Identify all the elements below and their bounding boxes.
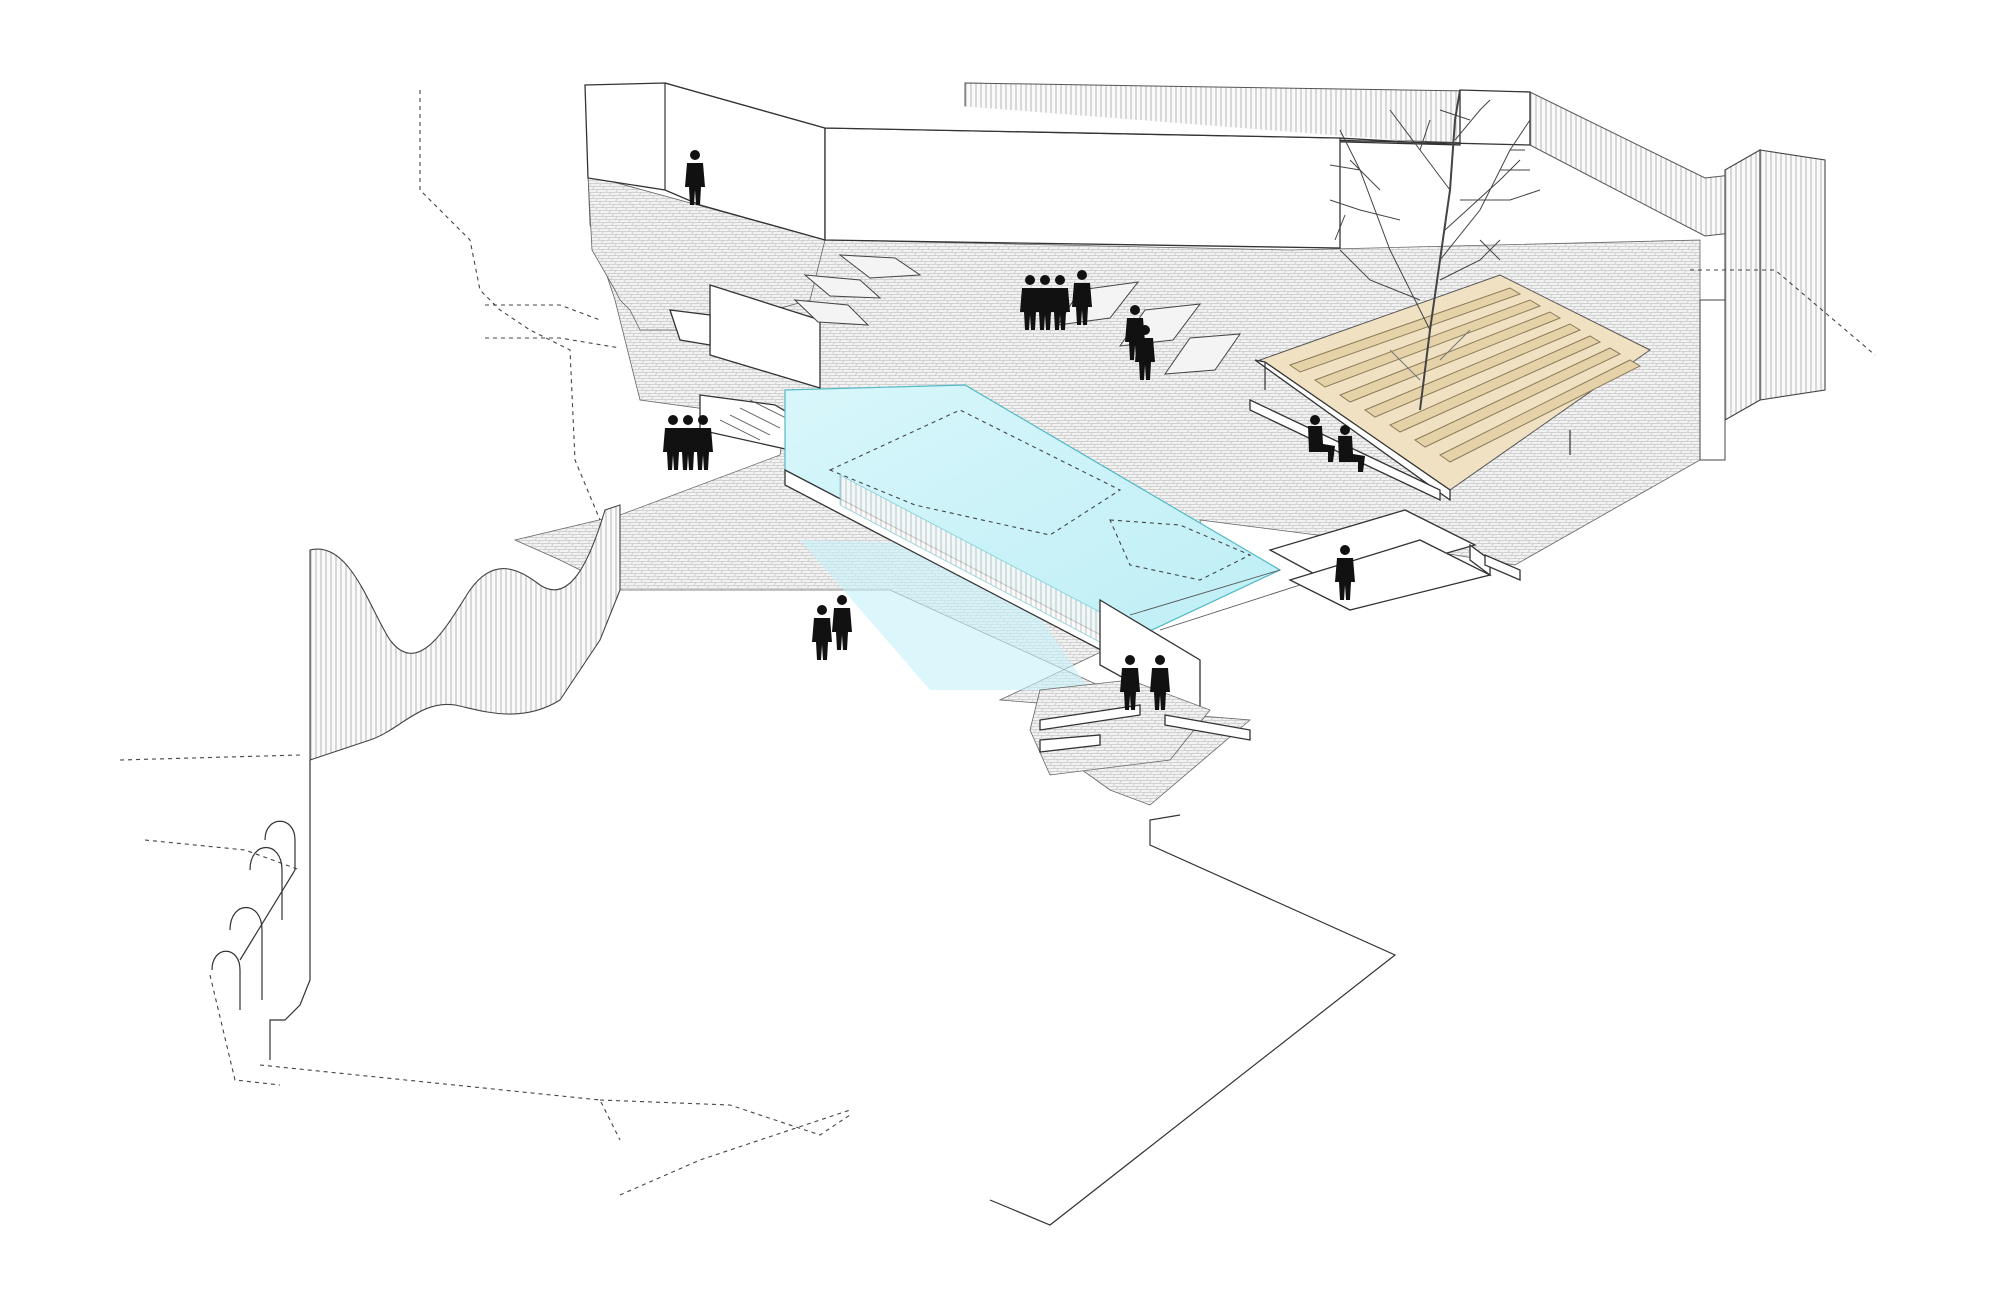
person-figure-11	[1335, 545, 1355, 600]
person-figure-9	[678, 415, 698, 470]
lower-site-outline	[211, 760, 1397, 1226]
person-figure-5	[1072, 270, 1092, 325]
person-figure-8	[663, 415, 683, 470]
left-stair-structure	[669, 284, 821, 451]
retaining-wall-upper	[584, 82, 1531, 249]
person-figure-15	[832, 595, 852, 650]
person-figure-14	[812, 605, 832, 660]
person-figure-4	[1050, 275, 1070, 330]
person-figure-10	[693, 415, 713, 470]
timber-pergola	[1249, 274, 1651, 502]
seated-figure-2	[1338, 425, 1365, 472]
person-figure-7	[1135, 325, 1155, 380]
people-silhouettes	[663, 150, 1365, 710]
person-figure-3	[1035, 275, 1055, 330]
reflecting-pool	[784, 384, 1301, 722]
bare-tree	[1329, 89, 1541, 411]
person-figure-2	[1020, 275, 1040, 330]
lower-terrace	[1029, 679, 1251, 776]
person-figure-1	[685, 150, 705, 205]
person-figure-12	[1120, 655, 1140, 710]
person-figure-13	[1150, 655, 1170, 710]
seated-figure-1	[1308, 415, 1335, 462]
tall-side-wall	[1699, 149, 1826, 461]
corrugated-wave-wall	[309, 504, 621, 761]
